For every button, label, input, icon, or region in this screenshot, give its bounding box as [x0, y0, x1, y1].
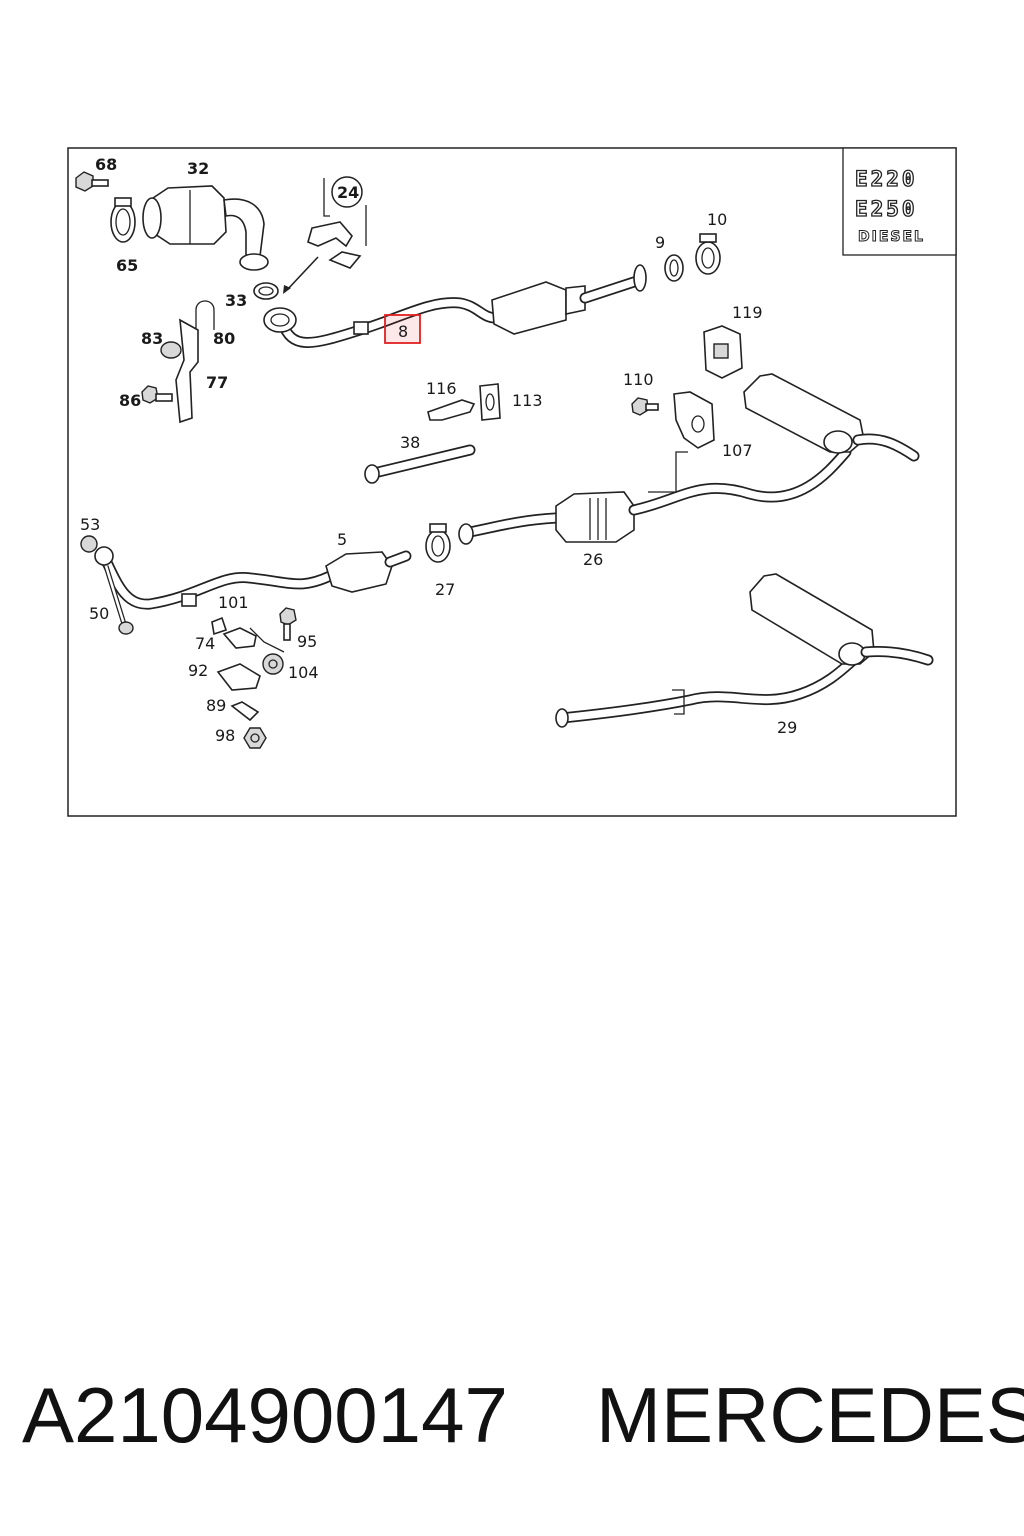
callout-53: 53 — [80, 515, 100, 534]
callout-89: 89 — [206, 696, 226, 715]
part-number: A2104900147 — [22, 1371, 508, 1459]
part-8-front-pipe — [263, 264, 647, 348]
part-33-gasket — [253, 282, 279, 300]
part-5-front-pipe — [94, 546, 412, 610]
callout-33: 33 — [225, 291, 247, 310]
part-95-bolt — [279, 607, 297, 641]
part-107-bracket — [673, 391, 715, 449]
part-119-mount — [703, 325, 743, 379]
callout-113: 113 — [512, 391, 543, 410]
part-83-nut — [160, 341, 182, 359]
callout-38: 38 — [400, 433, 420, 452]
brand-name: MERCEDES — [596, 1371, 1024, 1459]
callout-110: 110 — [623, 370, 654, 389]
highlight-box — [384, 314, 421, 344]
part-92-bracket — [216, 663, 261, 691]
callout-26: 26 — [583, 550, 603, 569]
part-26-center-muffler — [458, 446, 852, 545]
callout-32: 32 — [187, 159, 209, 178]
part-9-ring — [664, 254, 684, 282]
part-116-hanger — [427, 399, 476, 421]
callout-9: 9 — [655, 233, 665, 252]
callout-65: 65 — [116, 256, 138, 275]
diagram-frame — [67, 147, 957, 817]
part-86-bolt — [141, 385, 173, 404]
part-77-bracket — [175, 318, 199, 424]
model-badge: E220 E250 DIESEL — [842, 147, 957, 256]
callout-92: 92 — [188, 661, 208, 680]
part-98-nut — [243, 727, 267, 749]
part-24-bracket-set — [283, 178, 367, 294]
exhaust-parts-diagram: E220 E250 DIESEL — [67, 147, 957, 817]
part-110-bolt — [631, 397, 659, 416]
callout-95: 95 — [297, 632, 317, 651]
part-29-rear-section — [555, 573, 934, 728]
callout-27: 27 — [435, 580, 455, 599]
callout-24-circle — [331, 176, 363, 208]
callout-83: 83 — [141, 329, 163, 348]
part-65-clamp — [110, 197, 136, 243]
part-74-clip — [211, 616, 228, 636]
callout-104: 104 — [288, 663, 319, 682]
callout-50: 50 — [89, 604, 109, 623]
part-68-bolt — [75, 171, 109, 192]
callout-116: 116 — [426, 379, 457, 398]
part-104-nut — [262, 653, 284, 675]
part-27-clamp — [425, 523, 451, 563]
part-89-clip — [230, 701, 260, 722]
callout-68: 68 — [95, 155, 117, 174]
callout-24: 24 — [337, 183, 359, 202]
callout-74: 74 — [195, 634, 215, 653]
callout-29: 29 — [777, 718, 797, 737]
part-10-clamp — [695, 233, 721, 275]
callout-10: 10 — [707, 210, 727, 229]
callout-5: 5 — [337, 530, 347, 549]
model-badge-line1: E220 — [855, 167, 918, 191]
part-53-nut — [80, 535, 98, 553]
rear-muffler-upper — [743, 373, 920, 462]
model-badge-line2: E250 — [855, 197, 918, 221]
callout-8: 8 — [398, 322, 408, 341]
part-32-catalytic-converter — [142, 185, 269, 271]
part-113-rubber-mount — [479, 383, 501, 421]
callout-119: 119 — [732, 303, 763, 322]
callout-86: 86 — [119, 391, 141, 410]
part-38-pipe — [364, 444, 476, 484]
part-80-u-bolt — [195, 300, 215, 330]
callout-101: 101 — [218, 593, 249, 612]
callout-80: 80 — [213, 329, 235, 348]
footer: A2104900147 MERCEDES — [0, 1370, 1024, 1470]
callout-98: 98 — [215, 726, 235, 745]
part-50-bolt — [103, 565, 134, 635]
callout-107: 107 — [722, 441, 753, 460]
model-badge-line3: DIESEL — [858, 229, 925, 245]
part-101-bracket — [222, 627, 285, 653]
callout-77: 77 — [206, 373, 228, 392]
